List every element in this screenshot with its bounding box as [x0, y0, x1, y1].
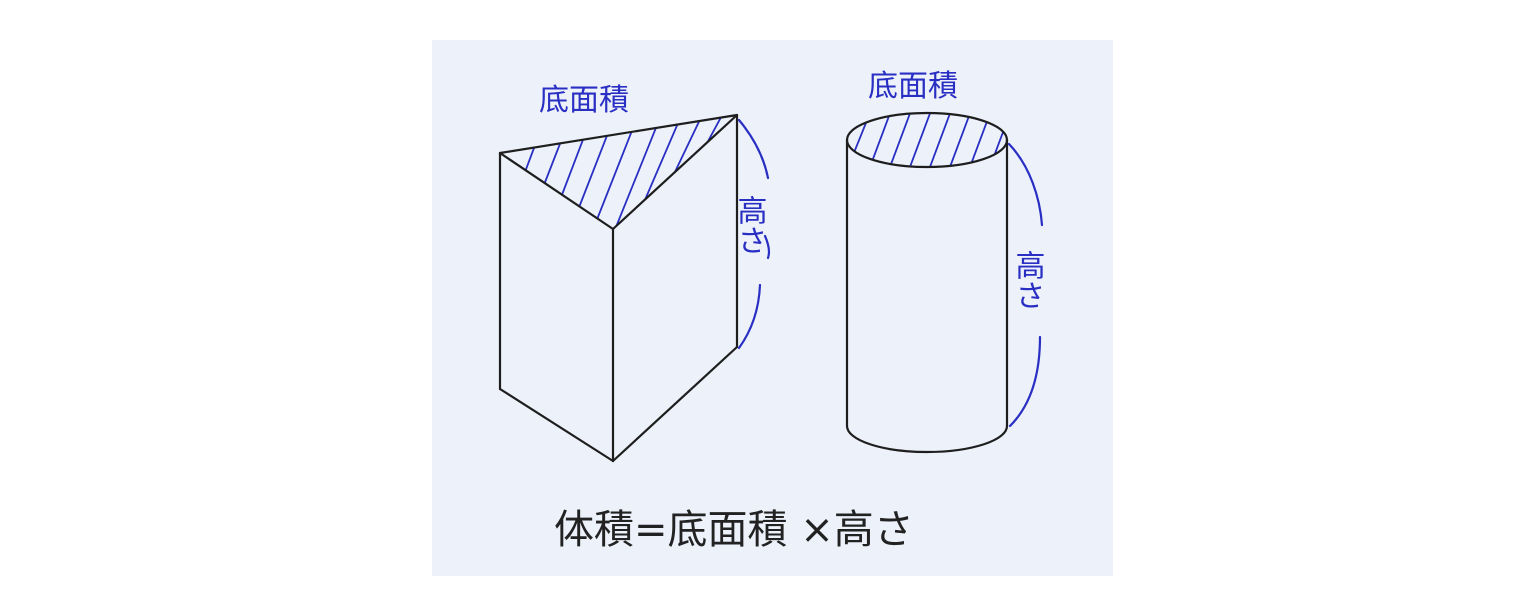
cylinder-base-area-label: 底面積: [868, 69, 958, 104]
prism-height-brace-upper: [737, 118, 770, 180]
triangular-prism: 底面積 高さ: [498, 83, 771, 463]
cylinder-height-label: 高さ: [1010, 250, 1045, 310]
prism-height-label: 高さ: [732, 195, 767, 255]
cylinder-height-brace-upper: [1007, 142, 1044, 227]
figure-panel: 底面積 高さ 底面積 高さ: [432, 40, 1113, 576]
volume-formula: 体積=底面積 ×高さ: [554, 507, 914, 553]
prism-height-brace-middle: [763, 234, 771, 260]
solids-diagram: 底面積 高さ 底面積 高さ: [498, 69, 1045, 553]
prism-base-area-label: 底面積: [539, 83, 629, 118]
prism-outline: [498, 113, 739, 463]
cylinder-outline: [845, 111, 1009, 454]
cylinder: 底面積 高さ: [845, 69, 1045, 454]
prism-height-brace-lower: [737, 283, 762, 350]
cylinder-base-hatching: [847, 113, 1007, 167]
cylinder-height-brace-lower: [1008, 335, 1042, 428]
